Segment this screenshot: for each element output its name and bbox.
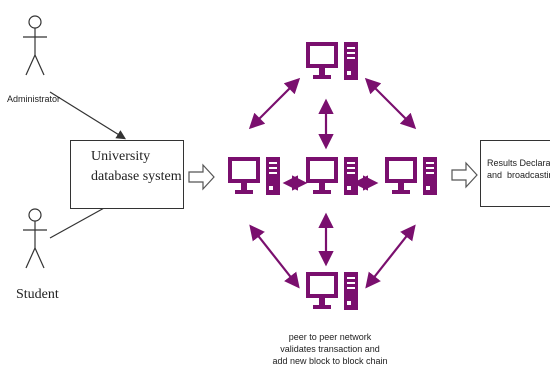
- results-label-line1: Results Declaration: [487, 158, 550, 168]
- university-label-line1: University: [91, 149, 151, 164]
- link-top-right: [364, 77, 417, 130]
- university-database-box: University database system: [70, 140, 184, 209]
- network-to-results-arrow: [451, 161, 478, 189]
- computer-node-top-icon: [306, 42, 358, 80]
- university-to-network-arrow: [188, 163, 215, 191]
- administrator-actor-icon: [23, 15, 47, 76]
- computer-node-bottom-icon: [306, 272, 358, 310]
- results-declaration-box: Results Declaration and broadcasting: [480, 140, 550, 207]
- link-bottom-left: [249, 224, 300, 289]
- link-top-left: [248, 77, 301, 130]
- caption-line1: peer to peer network: [288, 332, 372, 342]
- computer-node-left-icon: [228, 157, 280, 195]
- link-bottom-right: [365, 224, 416, 289]
- results-label-line2: and broadcasting: [487, 170, 550, 180]
- admin-to-university-arrow: [49, 91, 127, 140]
- caption-line2: validates transaction and: [280, 344, 380, 354]
- computer-node-right-icon: [385, 157, 437, 195]
- network-links: [248, 77, 417, 289]
- caption-line3: add new block to block chain: [272, 356, 388, 366]
- network-caption: peer to peer network validates transacti…: [255, 331, 405, 367]
- student-actor-icon: [23, 208, 47, 269]
- computer-node-center-icon: [306, 157, 358, 195]
- university-label-line2: database system: [91, 169, 182, 184]
- administrator-label: Administrator: [7, 94, 61, 104]
- student-label: Student: [16, 287, 59, 302]
